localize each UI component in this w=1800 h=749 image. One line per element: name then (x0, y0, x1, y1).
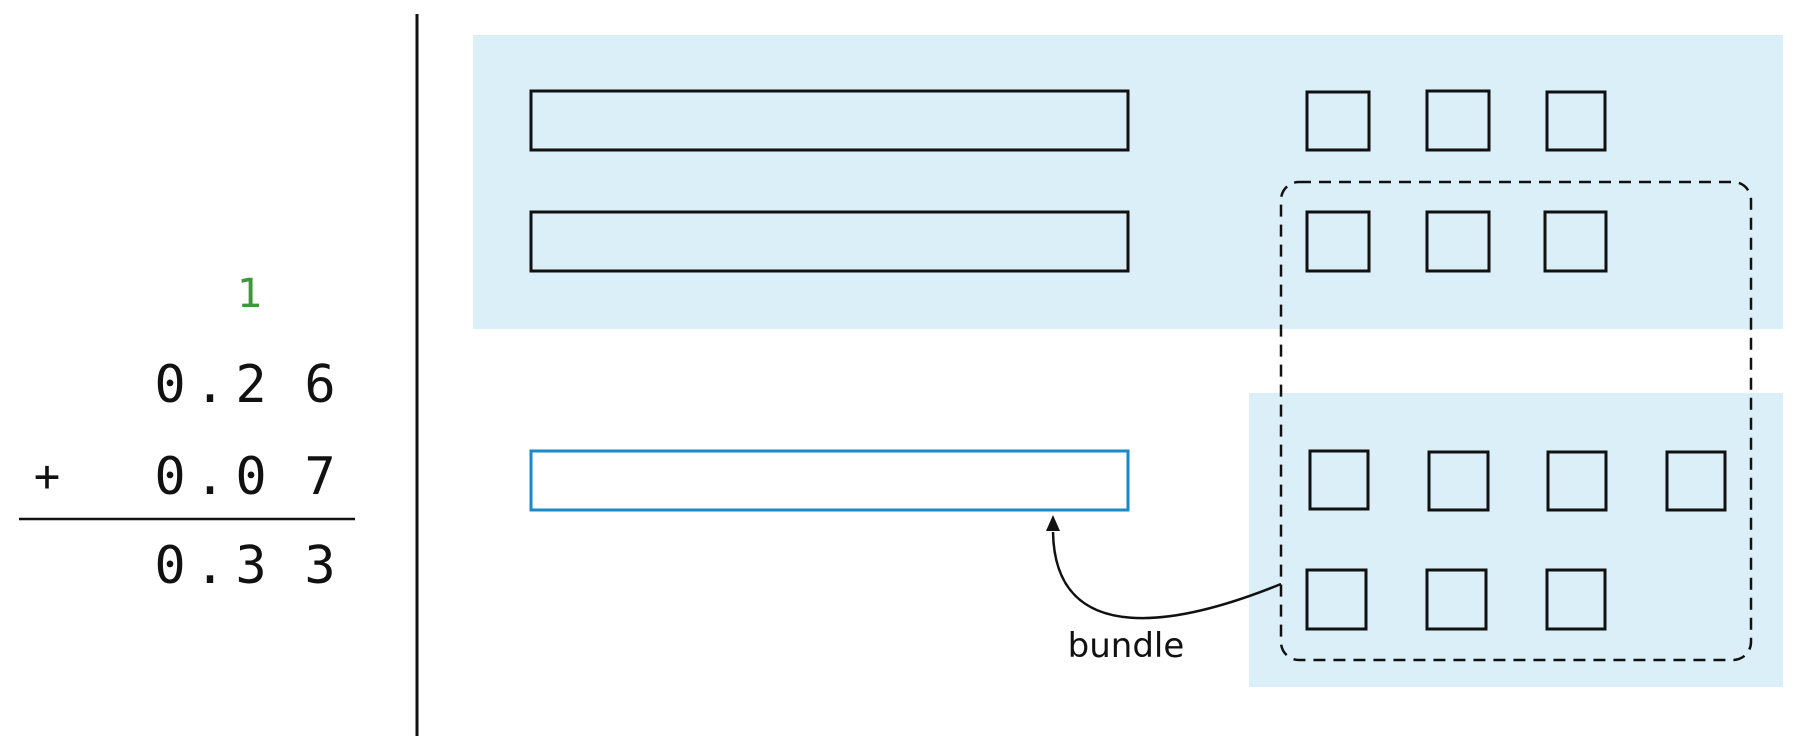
bottom-group-panel (1249, 393, 1783, 687)
addend-2-point: . (194, 447, 225, 507)
tenth-rod (529, 210, 1130, 273)
hundredth-square (1425, 568, 1488, 631)
addend-1-point: . (194, 355, 225, 415)
sum-ones: 0 (154, 536, 185, 596)
hundredth-square (1308, 449, 1370, 511)
bundle-outline (1279, 180, 1753, 662)
hundredth-square (1425, 210, 1491, 273)
hundredth-square (1665, 450, 1727, 512)
addend-2-hundredths: 7 (304, 447, 335, 507)
addend-1-tenths: 2 (235, 355, 266, 415)
hundredth-square (1427, 450, 1490, 512)
hundredth-square (1543, 210, 1608, 273)
hundredth-square (1305, 568, 1368, 631)
hundredth-square (1305, 90, 1371, 152)
hundredth-square (1305, 210, 1371, 273)
carry-digit: 1 (237, 271, 262, 317)
vertical-addition: 1 0 . 2 6 + 0 . 0 7 0 . 3 3 (19, 271, 355, 596)
hundredth-square (1546, 450, 1608, 512)
addend-2-ones: 0 (154, 447, 185, 507)
addend-1-hundredths: 6 (304, 355, 335, 415)
sum-point: . (194, 536, 225, 596)
arrowhead-icon (1046, 515, 1060, 531)
plus-sign: + (34, 451, 61, 502)
hundredth-square (1545, 90, 1607, 152)
hundredth-square (1425, 89, 1491, 152)
sum-tenths: 3 (235, 536, 266, 596)
tenth-rod (529, 89, 1130, 152)
new-tenth-rod (529, 449, 1130, 512)
sum-hundredths: 3 (304, 536, 335, 596)
hundredth-square (1545, 568, 1607, 631)
addend-1-ones: 0 (154, 355, 185, 415)
addend-2-tenths: 0 (235, 447, 266, 507)
bundle-label: bundle (1068, 626, 1185, 666)
bundle-arrow (1051, 531, 1282, 620)
